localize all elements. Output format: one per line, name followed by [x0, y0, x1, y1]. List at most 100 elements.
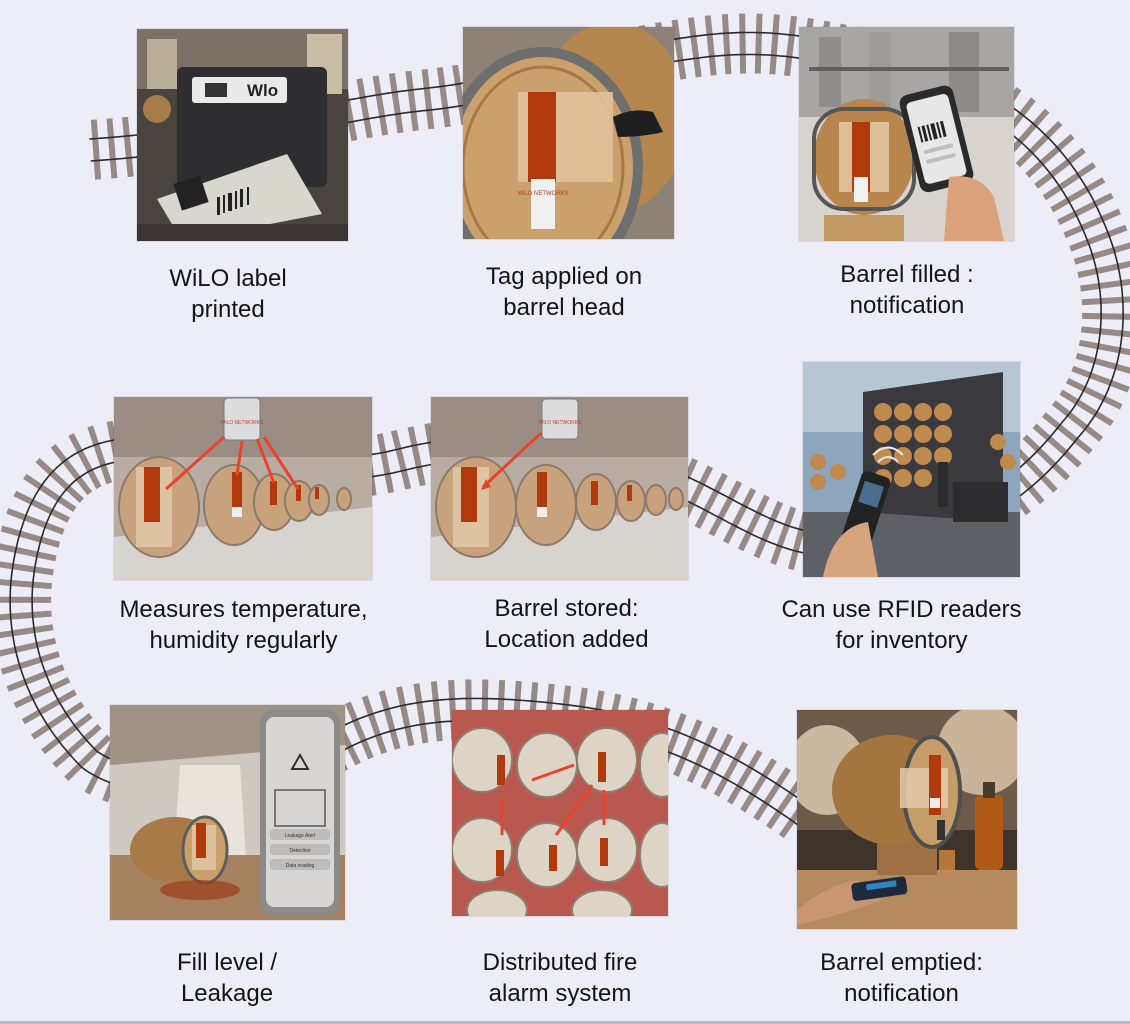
railway-tie	[1077, 260, 1130, 279]
railway-tie	[1065, 377, 1123, 410]
caption-fire-alarm: Distributed fire alarm system	[482, 949, 638, 1007]
railway-tie	[1034, 147, 1086, 189]
railway-tie	[1015, 120, 1063, 168]
railway-tie	[1050, 177, 1106, 213]
railway-tie	[1081, 296, 1130, 306]
barrel-rack-mesh-image	[452, 710, 668, 916]
railway-tie	[1073, 242, 1130, 265]
label-printer-image: Wlo	[137, 29, 348, 241]
railway-tie	[708, 480, 743, 537]
railway-tie	[713, 741, 748, 797]
railway-tie	[0, 525, 61, 548]
tag-logo-text: WiLO NETWORKS	[517, 191, 568, 197]
railway-tie	[723, 487, 757, 544]
gateway-label: WiLO NETWORKS	[221, 420, 264, 426]
railway-tie	[13, 490, 70, 523]
railway-tie	[378, 690, 401, 750]
railway-tie	[122, 116, 134, 178]
railway-tie	[1042, 412, 1093, 455]
railway-tie	[1005, 108, 1050, 158]
warehouse-gateway-image: WiLO NETWORKS	[431, 397, 688, 580]
railway-tie	[356, 78, 373, 139]
railway-tie	[770, 506, 797, 565]
railway-tie	[390, 429, 412, 490]
railway-tie	[23, 473, 77, 513]
railway-tie	[1082, 312, 1130, 320]
railway-tie	[739, 13, 747, 74]
railway-tie	[1069, 224, 1128, 252]
railway-tie	[106, 118, 118, 179]
railway-tie	[1025, 133, 1075, 178]
railway-tie	[345, 701, 374, 760]
phone-notification-image	[799, 27, 1014, 241]
railway-tie	[1081, 326, 1130, 338]
leakage-alert-image: Leakage Alert Detection Data reading	[110, 705, 345, 920]
railway-tie	[376, 433, 395, 494]
railway-tie	[0, 543, 57, 562]
railway-tie	[13, 677, 71, 709]
railway-tie	[0, 651, 60, 675]
phone-line-3: Data reading	[286, 863, 315, 869]
railway-tie	[405, 70, 419, 132]
railway-tie	[0, 579, 52, 590]
railway-tie	[407, 426, 426, 487]
railway-tie	[1057, 192, 1114, 226]
railway-tie	[396, 686, 415, 747]
railway-tie	[754, 13, 763, 74]
caption-rfid: Can use RFID readers for inventory	[781, 596, 1022, 654]
railway-tie	[90, 119, 102, 180]
railway-tie	[50, 444, 93, 496]
railway-tie	[0, 610, 52, 621]
railway-tie	[41, 713, 93, 755]
railway-tie	[740, 758, 777, 813]
caption-stored: Barrel stored: Location added	[484, 595, 649, 653]
page-bottom-border	[0, 1021, 1130, 1024]
railway-tie	[6, 508, 65, 535]
railway-tie	[64, 734, 112, 781]
railway-tie	[1059, 389, 1114, 427]
barrel-head-tag-image: WiLO NETWORKS	[463, 27, 674, 239]
railway-tie	[686, 726, 718, 784]
caption-measures: Measures temperature, humidity regularly	[119, 596, 368, 654]
caption-barrel-filled: Barrel filled : notification	[840, 261, 974, 319]
caption-tag-applied: Tag applied on barrel head	[485, 263, 643, 321]
caption-emptied: Barrel emptied: notification	[820, 949, 983, 1007]
railway-tie	[680, 465, 714, 522]
railway-tie	[721, 14, 732, 75]
railway-tie	[430, 681, 443, 742]
railway-tie	[673, 719, 703, 777]
railway-tie	[671, 19, 687, 80]
railway-tie	[769, 14, 780, 75]
railway-tie	[6, 664, 65, 692]
railway-tie	[68, 433, 102, 490]
caption-fill-level: Fill level / Leakage	[176, 949, 278, 1007]
railway-tie	[1042, 162, 1096, 201]
railway-tie	[52, 724, 102, 768]
railway-tie	[1063, 208, 1121, 239]
caption-label-printed: WiLO label printed	[169, 265, 287, 323]
gateway-label: WiLO NETWORKS	[539, 420, 582, 426]
warehouse-sensors-image: WiLO NETWORKS	[114, 397, 372, 580]
railway-tie	[1051, 400, 1104, 442]
railway-tie	[361, 695, 387, 755]
railway-tie	[372, 75, 389, 136]
phone-line-1: Leakage Alert	[285, 833, 316, 839]
railway-tie	[1012, 444, 1058, 493]
railway-tie	[1075, 352, 1130, 374]
railway-tie	[1032, 423, 1082, 468]
railway-tie	[87, 425, 113, 485]
rfid-reader-image	[803, 362, 1020, 577]
railway-tie	[21, 689, 77, 725]
printer-brand: Wlo	[247, 81, 278, 100]
whisky-pour-image	[797, 710, 1017, 929]
railway-tie	[436, 67, 451, 128]
railway-tie	[421, 69, 435, 130]
railway-tie	[753, 501, 784, 559]
railway-tie	[388, 72, 404, 134]
railway-tie	[1080, 278, 1130, 292]
railway-tie	[413, 683, 429, 744]
phone-line-2: Detection	[289, 848, 310, 854]
railway-tie	[694, 472, 728, 529]
railway-tie	[31, 701, 85, 740]
railway-tie	[0, 561, 54, 576]
